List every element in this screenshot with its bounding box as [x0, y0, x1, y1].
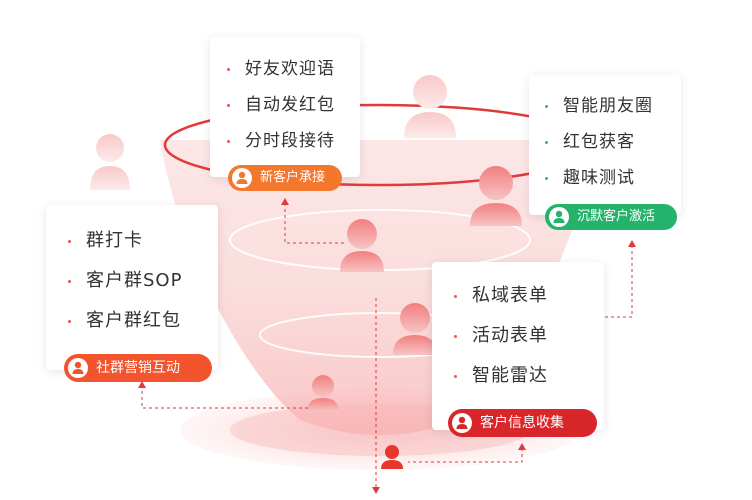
tag-label: 社群营销互动 [96, 360, 180, 376]
user-icon [549, 207, 569, 227]
bullet-dot [68, 320, 71, 323]
bullet-dot [454, 295, 457, 298]
list-item: 红包获客 [545, 124, 675, 160]
arrow-up-icon [628, 240, 636, 247]
list-item: 趣味测试 [545, 160, 675, 196]
connector-line [141, 385, 308, 409]
info-collect-tag[interactable]: 客户信息收集 [448, 409, 597, 437]
list-item: 群打卡 [68, 221, 208, 261]
bullet-dot [545, 141, 548, 144]
bullet-dot [454, 335, 457, 338]
arrow-up-icon [518, 443, 526, 450]
person-icon [470, 166, 522, 226]
user-icon [232, 168, 252, 188]
bullet-dot [227, 68, 230, 71]
silent-card: 智能朋友圈 红包获客 趣味测试 [529, 75, 681, 215]
community-card: 群打卡 客户群SOP 客户群红包 [46, 205, 218, 370]
user-icon [452, 413, 472, 433]
bullet-dot [227, 140, 230, 143]
bullet-dot [68, 280, 71, 283]
tag-label: 客户信息收集 [480, 415, 564, 431]
connector-line [284, 203, 345, 244]
person-icon [90, 134, 130, 190]
list-item: 私域表单 [454, 276, 594, 316]
person-icon [393, 303, 437, 355]
person-icon [404, 75, 456, 138]
user-icon [68, 358, 88, 378]
welcome-card: 好友欢迎语 自动发红包 分时段接待 [210, 37, 360, 177]
connector-line [604, 245, 633, 318]
person-icon [307, 375, 339, 412]
bullet-dot [227, 104, 230, 107]
list-item: 自动发红包 [227, 87, 355, 123]
list-item: 客户群SOP [68, 261, 208, 301]
list-item: 分时段接待 [227, 123, 355, 159]
person-icon [340, 219, 384, 272]
list-item: 智能朋友圈 [545, 88, 675, 124]
info-collect-card: 私域表单 活动表单 智能雷达 [432, 262, 604, 430]
person-icon [381, 445, 403, 469]
bullet-dot [545, 105, 548, 108]
arrow-up-icon [281, 198, 289, 205]
list-item: 活动表单 [454, 316, 594, 356]
connector-line [408, 448, 523, 463]
bullet-dot [68, 240, 71, 243]
new-customer-tag[interactable]: 新客户承接 [228, 165, 342, 191]
community-marketing-tag[interactable]: 社群营销互动 [64, 354, 212, 382]
arrow-down-icon [372, 487, 380, 494]
list-item: 智能雷达 [454, 356, 594, 396]
list-item: 客户群红包 [68, 301, 208, 341]
list-item: 好友欢迎语 [227, 51, 355, 87]
silent-customer-tag[interactable]: 沉默客户激活 [545, 204, 677, 230]
tag-label: 新客户承接 [260, 170, 326, 185]
tag-label: 沉默客户激活 [577, 209, 656, 224]
bullet-dot [454, 375, 457, 378]
bullet-dot [545, 177, 548, 180]
arrow-up-icon [138, 381, 146, 388]
